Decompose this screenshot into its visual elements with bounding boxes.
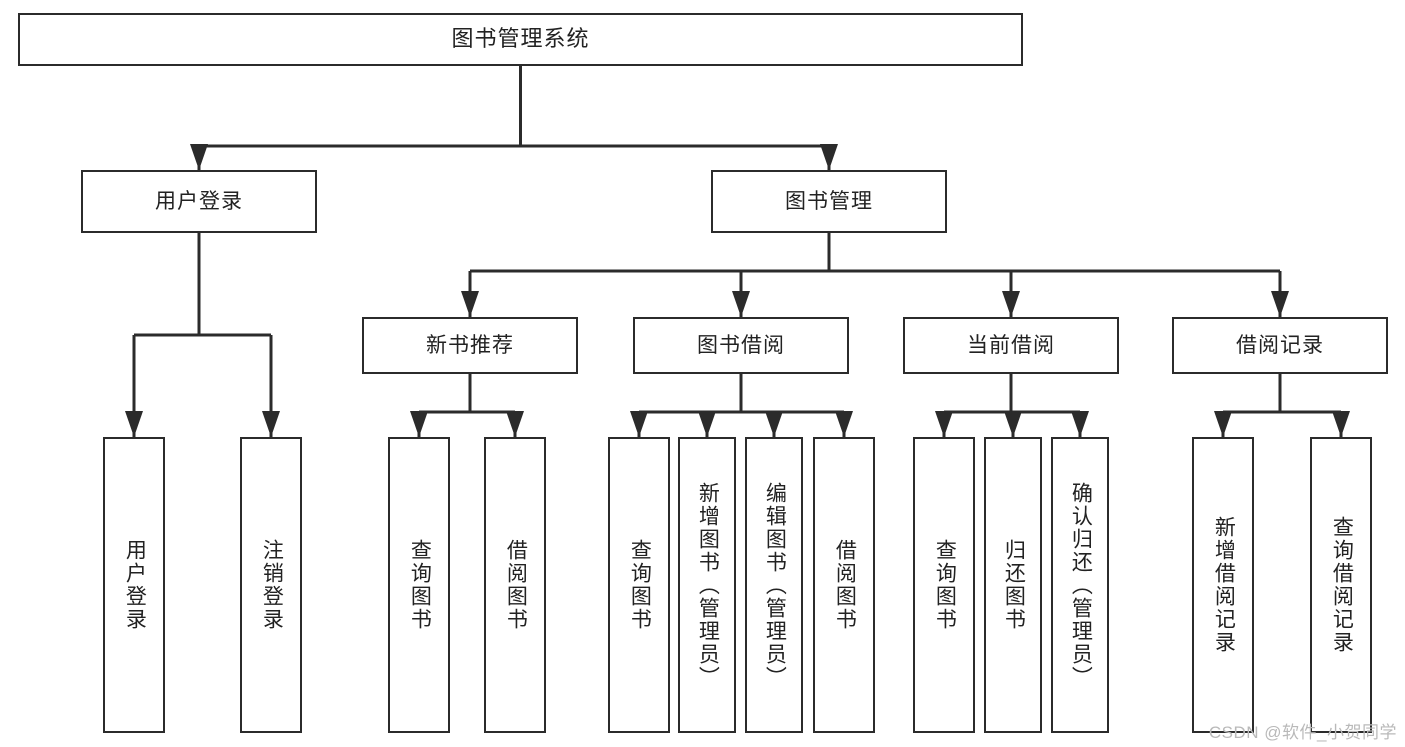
edge-arrowhead [1002, 291, 1020, 317]
edge-arrowhead [1214, 411, 1232, 437]
node-leaf-current-query[interactable]: 查询图书 [913, 437, 975, 733]
node-new-book-recommend[interactable]: 新书推荐 [362, 317, 578, 374]
node-leaf-user-login[interactable]: 用户登录 [103, 437, 165, 733]
node-leaf-borrow-query[interactable]: 查询图书 [608, 437, 670, 733]
node-leaf-borrow-lend-book[interactable]: 借阅图书 [813, 437, 875, 733]
node-user-login[interactable]: 用户登录 [81, 170, 317, 233]
node-leaf-current-confirm-return[interactable]: 确认归还（管理员） [1051, 437, 1109, 733]
edge-arrowhead [461, 291, 479, 317]
node-leaf-user-logout[interactable]: 注销登录 [240, 437, 302, 733]
node-leaf-newbook-query[interactable]: 查询图书 [388, 437, 450, 733]
edge-arrowhead [125, 411, 143, 437]
node-label: 查询图书 [408, 539, 432, 631]
node-label: 新书推荐 [426, 333, 514, 357]
node-label: 确认归还（管理员） [1069, 481, 1093, 689]
edge-arrowhead [935, 411, 953, 437]
node-leaf-newbook-borrow[interactable]: 借阅图书 [484, 437, 546, 733]
node-label: 借阅记录 [1236, 333, 1324, 357]
node-book-management[interactable]: 图书管理 [711, 170, 947, 233]
node-leaf-records-query[interactable]: 查询借阅记录 [1310, 437, 1372, 733]
node-label: 查询图书 [933, 539, 957, 631]
edge-arrowhead [765, 411, 783, 437]
node-leaf-current-return[interactable]: 归还图书 [984, 437, 1042, 733]
edge-arrowhead [262, 411, 280, 437]
watermark-text: CSDN @软件_小贺同学 [1208, 723, 1397, 742]
node-label: 借阅图书 [504, 539, 528, 631]
node-current-borrow[interactable]: 当前借阅 [903, 317, 1119, 374]
edge-arrowhead [1332, 411, 1350, 437]
node-label: 注销登录 [260, 539, 284, 631]
edge-arrowhead [835, 411, 853, 437]
node-label: 用户登录 [155, 189, 243, 213]
node-label: 新增借阅记录 [1212, 516, 1236, 654]
node-label: 归还图书 [1002, 539, 1026, 631]
edge-arrowhead [820, 144, 838, 170]
node-book-borrow[interactable]: 图书借阅 [633, 317, 849, 374]
edge-arrowhead [698, 411, 716, 437]
edge-arrowhead [1271, 291, 1289, 317]
edge-arrowhead [506, 411, 524, 437]
node-label: 当前借阅 [967, 333, 1055, 357]
node-root-system[interactable]: 图书管理系统 [18, 13, 1023, 66]
edge-arrowhead [410, 411, 428, 437]
edge-arrowhead [1004, 411, 1022, 437]
edge-arrowhead [190, 144, 208, 170]
node-label: 查询图书 [628, 539, 652, 631]
node-label: 新增图书（管理员） [696, 481, 720, 689]
edge-arrowhead [630, 411, 648, 437]
node-label: 用户登录 [123, 539, 147, 631]
edge-arrowhead [1071, 411, 1089, 437]
node-label: 查询借阅记录 [1330, 516, 1354, 654]
node-borrow-records[interactable]: 借阅记录 [1172, 317, 1388, 374]
node-label: 编辑图书（管理员） [763, 481, 787, 689]
node-label: 图书管理系统 [451, 26, 590, 52]
node-label: 借阅图书 [833, 539, 857, 631]
node-label: 图书借阅 [697, 333, 785, 357]
node-label: 图书管理 [785, 189, 873, 213]
node-leaf-borrow-edit-book[interactable]: 编辑图书（管理员） [745, 437, 803, 733]
node-leaf-borrow-add-book[interactable]: 新增图书（管理员） [678, 437, 736, 733]
edge-arrowhead [732, 291, 750, 317]
node-leaf-records-add[interactable]: 新增借阅记录 [1192, 437, 1254, 733]
